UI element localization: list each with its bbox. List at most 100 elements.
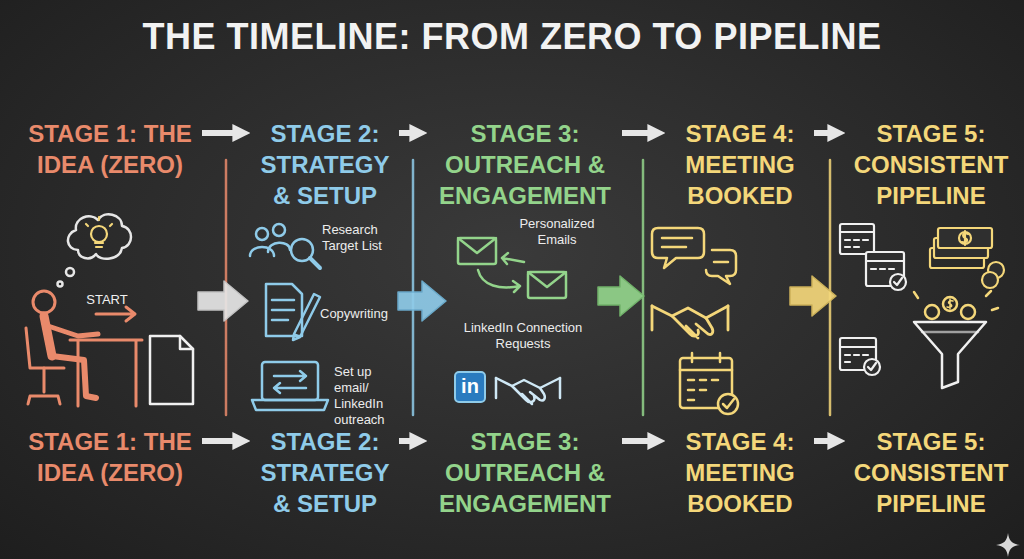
big-arrow: [198, 281, 248, 321]
lightbulb-icon: [98, 217, 100, 220]
handshake-icon: [496, 378, 560, 388]
funnel-icon: [925, 305, 939, 319]
envelope-icon: [528, 272, 566, 287]
research-icon: [273, 224, 285, 236]
money-stack-icon: [938, 228, 992, 248]
envelope-icon: [528, 272, 566, 298]
paper-sheet: [180, 336, 193, 349]
research-icon: [310, 258, 320, 268]
person-at-desk: [26, 291, 142, 406]
stage-title: STAGE 2: STRATEGY & SETUP: [257, 118, 393, 211]
icon-label: Set up email/ LinkedIn outreach: [334, 364, 398, 428]
illustration: [26, 160, 1020, 557]
person-at-desk: [44, 316, 52, 356]
handshake-icon: [672, 316, 713, 338]
funnel-icon: [922, 331, 978, 334]
speech-bubbles-icon: [652, 228, 736, 284]
person-at-desk: [52, 356, 96, 398]
handshake-icon: [496, 378, 560, 398]
start-arrow: [96, 307, 135, 321]
linkedin-logo: [455, 372, 485, 402]
calendar-icon: [840, 224, 874, 254]
calendar-icon: [680, 353, 738, 414]
stage-title: STAGE 5: CONSISTENT PIPELINE: [852, 426, 1010, 519]
stage-title: STAGE 3: OUTREACH & ENGAGEMENT: [434, 426, 616, 519]
stage-title: STAGE 4: MEETING BOOKED: [672, 118, 808, 211]
stage-heading: STAGE 2: STRATEGY & SETUP: [255, 116, 395, 213]
thought-bubble: [58, 282, 63, 287]
person-at-desk: [70, 340, 142, 406]
stage-title: STAGE 3: OUTREACH & ENGAGEMENT: [434, 118, 616, 211]
lightbulb-icon: [95, 242, 103, 244]
person-at-desk: [28, 368, 60, 404]
speech-bubbles-icon: [662, 237, 692, 240]
lightbulb-icon: [96, 246, 102, 248]
stage-title: STAGE 5: CONSISTENT PIPELINE: [852, 118, 1010, 211]
thought-bubble: [68, 214, 131, 258]
document-pencil-icon: [272, 299, 294, 302]
big-arrow: [398, 281, 446, 321]
stage-arrow: [622, 438, 651, 444]
calendar-icon: [840, 224, 906, 375]
calendar-icon: [866, 260, 904, 262]
document-pencil-icon: [272, 309, 294, 312]
icon-label-text: Set up email/ LinkedIn outreach: [334, 364, 398, 428]
stage-heading: STAGE 3: OUTREACH & ENGAGEMENT: [432, 116, 618, 213]
stage-arrow: [399, 130, 413, 136]
paper-sheet: [150, 336, 193, 404]
icon-label-text: Research Target List: [322, 222, 402, 254]
column-divider: [412, 160, 415, 415]
icon-label: Copywriting: [320, 306, 406, 322]
speech-bubbles-icon: [652, 228, 704, 268]
lightbulb-icon: [86, 217, 112, 247]
calendar-icon: [894, 278, 902, 285]
money-stack-icon: [930, 228, 1004, 288]
calendar-icon: [890, 274, 906, 290]
funnel-icon: [943, 297, 957, 311]
speech-bubbles-icon: [714, 261, 728, 264]
icon-label-text: Personalized Emails: [512, 216, 602, 248]
calendar-icon: [871, 268, 894, 270]
diagram-title: THE TIMELINE: FROM ZERO TO PIPELINE: [0, 16, 1024, 58]
research-icon: [250, 247, 274, 256]
funnel-icon: [947, 299, 953, 309]
calendar-icon: [845, 240, 868, 247]
handshake-icon: [652, 306, 728, 330]
stage-arrow: [622, 130, 651, 136]
envelope-icon: [502, 253, 524, 264]
paper-sheet: [150, 336, 193, 404]
document-pencil-icon: [272, 319, 288, 322]
money-stack-icon: [959, 232, 971, 244]
envelope-icon: [458, 238, 496, 264]
calendar-icon: [723, 399, 734, 408]
column-divider: [829, 160, 832, 415]
icon-label: START: [82, 292, 132, 308]
funnel-icon: [961, 305, 975, 319]
handshake-icon: [512, 386, 545, 404]
stage-heading: STAGE 4: MEETING BOOKED: [670, 116, 810, 213]
lightbulb-icon: [91, 226, 107, 242]
stage-title: STAGE 2: STRATEGY & SETUP: [257, 426, 393, 519]
person-at-desk: [48, 326, 98, 336]
lightbulb-icon: [110, 224, 112, 226]
stage-heading: STAGE 3: OUTREACH & ENGAGEMENT: [432, 424, 618, 521]
document-pencil-icon: [266, 284, 320, 340]
calendar-icon: [868, 363, 876, 370]
icon-label-text: LinkedIn Connection Requests: [458, 320, 588, 352]
calendar-icon: [688, 380, 718, 400]
money-stack-icon: [962, 231, 968, 245]
calendar-icon: [718, 394, 738, 414]
research-icon: [256, 228, 268, 240]
calendar-icon: [840, 346, 876, 348]
start-arrow: [96, 307, 135, 321]
icon-label-text: Copywriting: [320, 306, 406, 322]
stage-title: STAGE 4: MEETING BOOKED: [672, 426, 808, 519]
stage-arrow: [202, 438, 236, 444]
calendar-icon: [719, 353, 722, 362]
laptop-icon: [274, 371, 306, 393]
research-icon: [268, 243, 290, 252]
calendar-icon: [691, 353, 694, 362]
stage-arrow: [202, 130, 236, 136]
stage-heading: STAGE 5: CONSISTENT PIPELINE: [850, 116, 1012, 213]
